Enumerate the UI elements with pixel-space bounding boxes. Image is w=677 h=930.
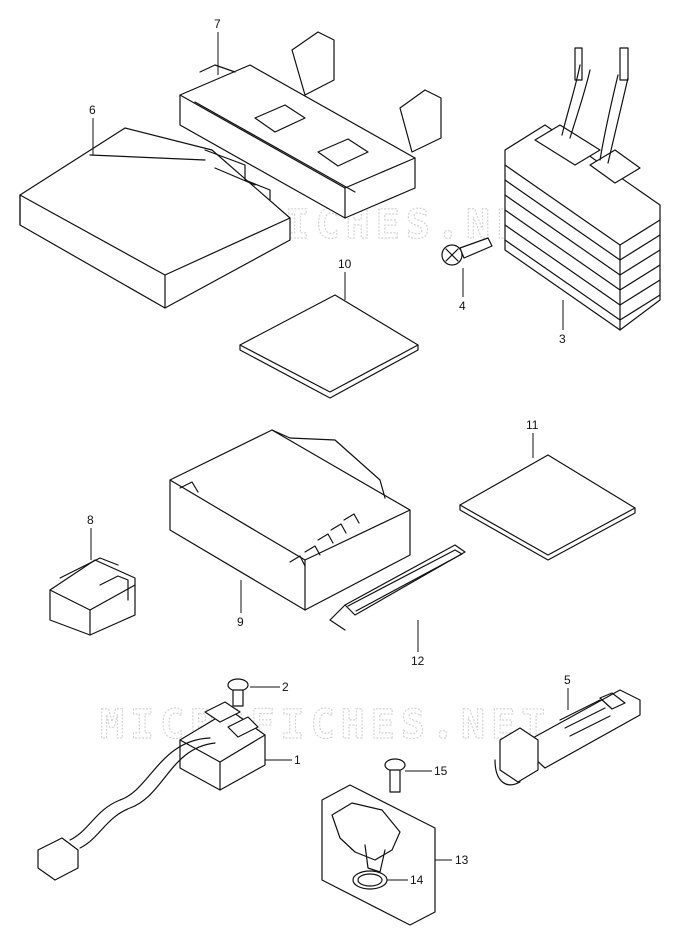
- leader-lines: [90, 32, 569, 881]
- callout-4: 4: [459, 299, 466, 313]
- part-10-pad: [239, 294, 419, 399]
- callout-6: 6: [89, 103, 96, 117]
- callout-10: 10: [338, 257, 352, 271]
- callout-8: 8: [87, 513, 94, 527]
- callout-12: 12: [411, 654, 425, 668]
- callout-5: 5: [564, 673, 571, 687]
- part-2-screw: [227, 678, 249, 707]
- callout-15: 15: [434, 764, 448, 778]
- callout-13: 13: [455, 853, 469, 867]
- part-13-sensor-frame: [321, 784, 436, 926]
- callout-9: 9: [237, 615, 244, 629]
- part-11-pad: [459, 454, 636, 561]
- part-5-speed-sensor: [494, 689, 641, 786]
- part-14-o-ring: [352, 870, 388, 890]
- part-9-ecm: [169, 429, 411, 611]
- callout-3: 3: [559, 332, 566, 346]
- callout-7: 7: [214, 17, 221, 31]
- part-3-regulator-rectifier: [504, 47, 661, 331]
- callout-14: 14: [410, 873, 424, 887]
- callout-11: 11: [526, 418, 539, 432]
- part-4-bolt: [441, 237, 493, 266]
- part-12-gasket: [329, 544, 466, 631]
- callout-2: 2: [282, 680, 289, 694]
- callouts: 7 6 3 4 10 11 8 9 12 2 1 5 15 13 14: [87, 17, 571, 887]
- part-6-ecm-cover: [19, 127, 291, 309]
- part-8-relay: [49, 557, 136, 636]
- watermark-bottom: MICROFICHES.NET: [100, 702, 551, 748]
- part-1-starter-relay: [37, 701, 266, 881]
- callout-1: 1: [294, 753, 301, 767]
- part-15-bolt: [384, 758, 406, 793]
- part-7-ecm-holder: [179, 31, 442, 219]
